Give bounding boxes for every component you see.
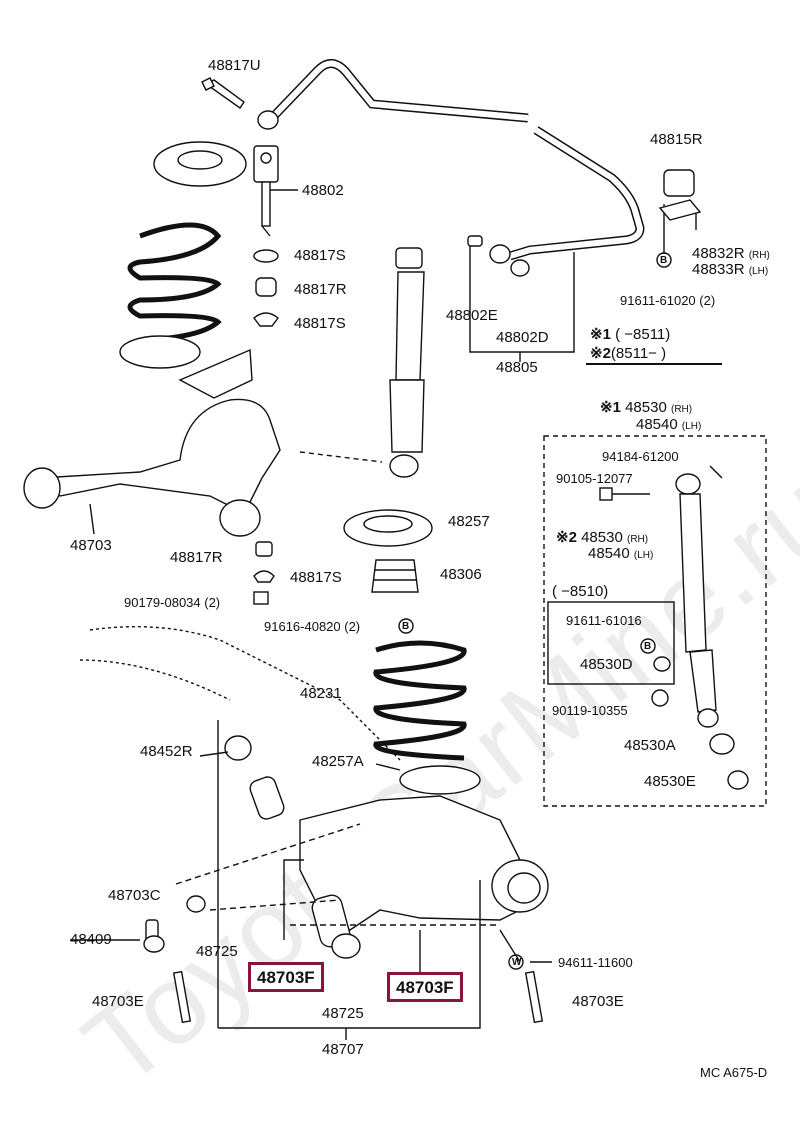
bump-stopper (371, 559, 419, 593)
label-91611-61016: 91611-61016 (566, 613, 642, 628)
upper-axle-arm (23, 348, 281, 537)
shock-box-frame (543, 435, 767, 807)
label-91616-40820: 91616-40820 (2) (264, 619, 361, 634)
shock-absorber-right (599, 465, 749, 790)
stabilizer-bar (257, 59, 645, 261)
label-48452r: 48452R (140, 743, 193, 760)
label-48805: 48805 (496, 359, 538, 376)
label-48817s-c: 48817S (290, 569, 342, 586)
shock-sub-48540: 48540 (LH) (588, 545, 654, 562)
label-48530d: 48530D (580, 656, 633, 673)
shock-subbox-frame (547, 601, 675, 685)
label-48530e: 48530E (644, 773, 696, 790)
label-90105-12077: 90105-12077 (556, 471, 633, 486)
footer-code: MC A675-D (700, 1065, 768, 1080)
label-48707: 48707 (322, 1041, 364, 1058)
label-48703: 48703 (70, 537, 112, 554)
symbol-b-1-text: B (660, 255, 668, 266)
spring-seat-upper (153, 141, 247, 187)
upper-coil-spring (119, 222, 222, 369)
note-2: ※2(8511− ) (590, 345, 667, 362)
spring-seat-48257 (343, 509, 433, 547)
label-94611-11600: 94611-11600 (558, 955, 633, 970)
note-1: ※1 ( −8511) (590, 326, 671, 343)
shock-range: ( −8510) (552, 583, 609, 600)
label-48817s-b: 48817S (294, 315, 346, 332)
label-48725-b: 48725 (322, 1005, 364, 1022)
label-91611-61020: 91611-61020 (2) (620, 293, 716, 308)
label-94184-61200: 94184-61200 (602, 449, 679, 464)
label-48257a: 48257A (312, 753, 364, 770)
label-48725-a: 48725 (196, 943, 238, 960)
bushings-upper (253, 249, 279, 327)
label-48802: 48802 (302, 182, 344, 199)
label-48703e-a: 48703E (92, 993, 144, 1010)
label-48817r-a: 48817R (294, 281, 347, 298)
label-48817u: 48817U (208, 57, 261, 74)
symbol-b-2 (398, 618, 414, 634)
leader-lines (70, 204, 722, 1040)
highlighted-part-48703f-b[interactable]: 48703F (387, 972, 463, 1002)
label-48257: 48257 (448, 513, 490, 530)
symbol-b-1 (656, 252, 672, 268)
symbol-b-2-text: B (402, 621, 410, 632)
label-48815r: 48815R (650, 131, 703, 148)
symbol-b-3 (640, 638, 656, 654)
shock-absorber-center (299, 247, 425, 478)
symbol-w (508, 954, 524, 970)
label-48231: 48231 (300, 685, 342, 702)
label-48802e: 48802E (446, 307, 498, 324)
label-48817r-b: 48817R (170, 549, 223, 566)
label-48530a: 48530A (624, 737, 676, 754)
label-90179-08034: 90179-08034 (2) (124, 595, 221, 610)
label-48703e-b: 48703E (572, 993, 624, 1010)
shock-title-48530: ※1 48530 (RH) (600, 399, 693, 416)
label-90119-10355: 90119-10355 (552, 703, 628, 718)
link-48802 (253, 145, 298, 237)
highlighted-part-48703f-a[interactable]: 48703F (248, 962, 324, 992)
bolt-48817u (201, 77, 245, 109)
shock-sub-48530: ※2 48530 (RH) (556, 529, 649, 546)
label-48703c: 48703C (108, 887, 161, 904)
lower-bolts (143, 895, 544, 1024)
label-48409: 48409 (70, 931, 112, 948)
label-48306: 48306 (440, 566, 482, 583)
shock-title-48540: 48540 (LH) (636, 416, 702, 433)
label-48832r: 48832R (RH) (692, 245, 770, 262)
lower-coil-spring (373, 640, 481, 795)
stabilizer-bushing (663, 169, 695, 197)
label-48802d: 48802D (496, 329, 549, 346)
label-48817s-a: 48817S (294, 247, 346, 264)
symbol-w-text: W (512, 957, 522, 968)
symbol-b-3-text: B (644, 641, 652, 652)
label-48833r: 48833R (LH) (692, 261, 769, 278)
